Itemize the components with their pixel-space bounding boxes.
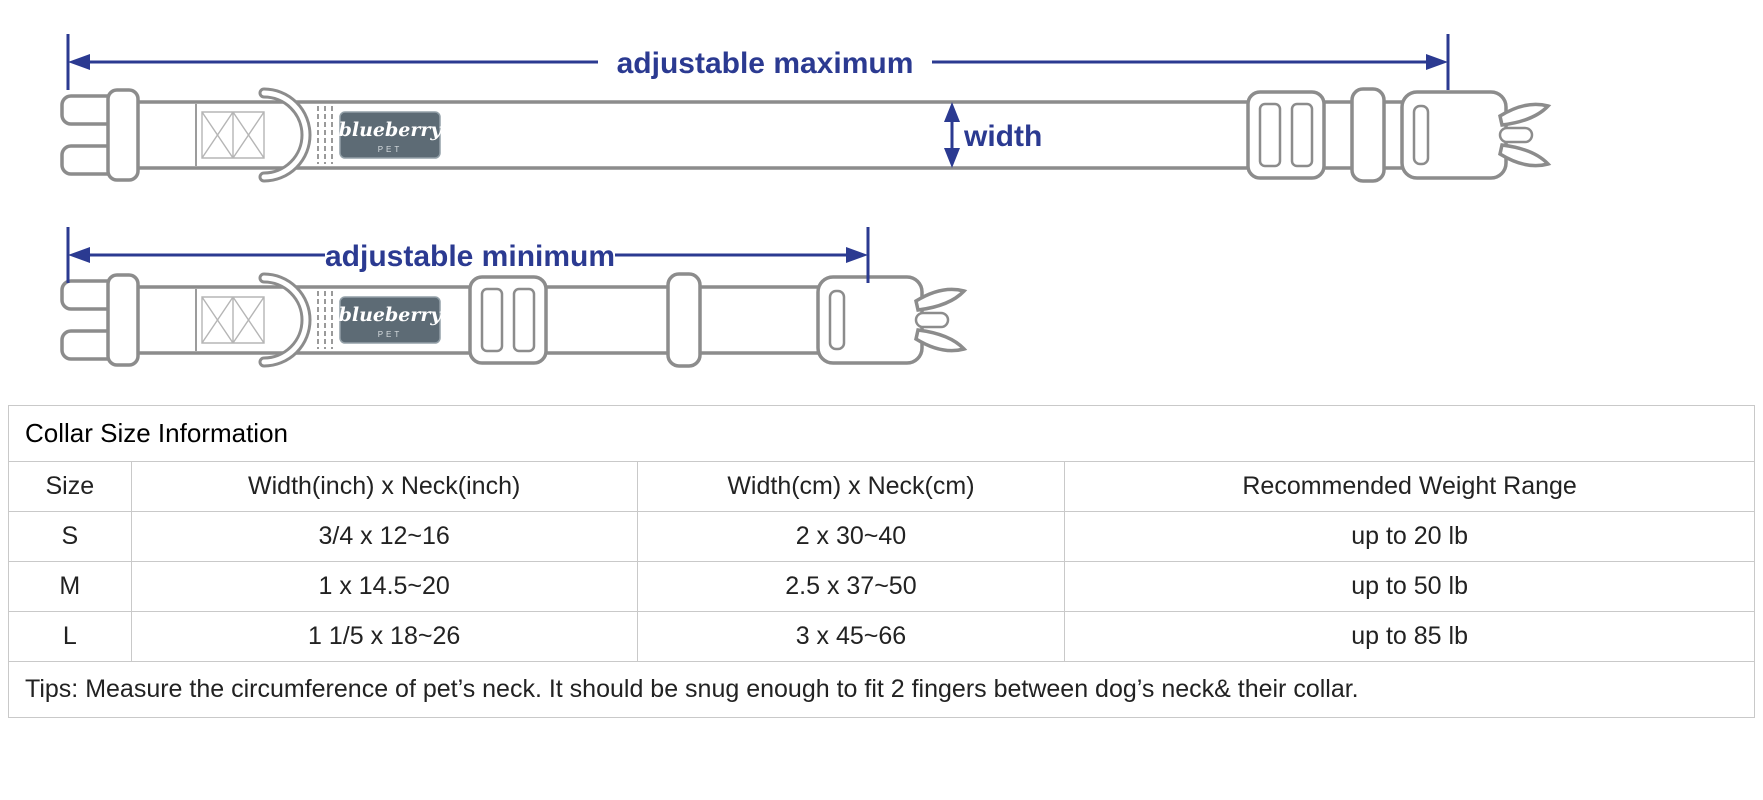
arrowhead-right-icon: [1426, 54, 1448, 70]
size-info-panel: Collar Size Information Size Width(inch)…: [8, 405, 1755, 718]
cell-weight: up to 20 lb: [1064, 511, 1755, 562]
triglide-slider-min: [468, 275, 548, 365]
size-table: Size Width(inch) x Neck(inch) Width(cm) …: [8, 461, 1755, 662]
cell-cm: 2.5 x 37~50: [636, 561, 1066, 612]
keeper-loop-max: [1350, 87, 1386, 183]
arrowhead-up-icon: [944, 102, 960, 122]
arrowhead-down-icon: [944, 148, 960, 168]
cell-inch: 1 x 14.5~20: [130, 561, 638, 612]
collar-strap-max: [138, 100, 1410, 170]
cell-inch: 1 1/5 x 18~26: [130, 611, 638, 662]
table-row-m: M 1 x 14.5~20 2.5 x 37~50 up to 50 lb: [8, 561, 1755, 612]
cell-cm: 2 x 30~40: [636, 511, 1066, 562]
adjustable-maximum-dimension: adjustable maximum: [66, 34, 1450, 90]
table-title: Collar Size Information: [9, 406, 1754, 462]
arrowhead-left-icon: [68, 247, 90, 263]
cell-size: L: [8, 611, 132, 662]
tips-text: Tips: Measure the circumference of pet’s…: [9, 661, 1754, 717]
cell-cm: 3 x 45~66: [636, 611, 1066, 662]
table-row-l: L 1 1/5 x 18~26 3 x 45~66 up to 85 lb: [8, 611, 1755, 662]
cell-size: S: [8, 511, 132, 562]
collar-min-drawing: [62, 272, 966, 368]
side-release-buckle-max: [1400, 90, 1550, 180]
width-label: width: [963, 120, 1042, 153]
table-row-s: S 3/4 x 12~16 2 x 30~40 up to 20 lb: [8, 511, 1755, 562]
adjustable-minimum-dimension: adjustable minimum: [66, 227, 870, 283]
adjustable-maximum-label: adjustable maximum: [617, 47, 914, 80]
collar-max-drawing: [62, 87, 1550, 183]
col-header-weight: Recommended Weight Range: [1064, 461, 1755, 512]
width-dimension: width: [944, 102, 1042, 168]
arrowhead-right-icon: [846, 247, 868, 263]
side-release-buckle-min: [816, 275, 966, 365]
col-header-size: Size: [8, 461, 132, 512]
adjustable-minimum-label: adjustable minimum: [325, 240, 615, 273]
cell-size: M: [8, 561, 132, 612]
col-header-cm: Width(cm) x Neck(cm): [636, 461, 1066, 512]
cell-weight: up to 85 lb: [1064, 611, 1755, 662]
col-header-inch: Width(inch) x Neck(inch): [130, 461, 638, 512]
cell-inch: 3/4 x 12~16: [130, 511, 638, 562]
triglide-slider-max: [1246, 90, 1326, 180]
keeper-loop-min: [666, 272, 702, 368]
cell-weight: up to 50 lb: [1064, 561, 1755, 612]
collar-diagram: blueberry PET: [0, 34, 1550, 405]
table-header-row: Size Width(inch) x Neck(inch) Width(cm) …: [8, 461, 1755, 512]
arrowhead-left-icon: [68, 54, 90, 70]
